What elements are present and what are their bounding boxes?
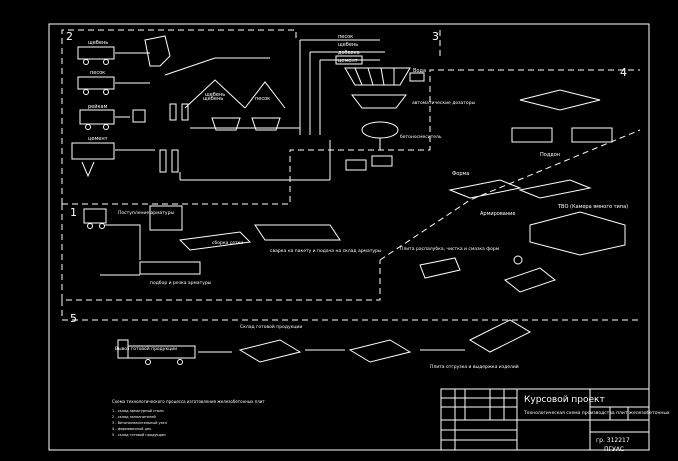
mold-1: [448, 179, 522, 199]
label-reinforcement: Армирование: [480, 211, 515, 217]
note-line-4: 4 - формовочный цех: [112, 427, 151, 431]
title-block-subtitle: Технологическая схема производства плит …: [523, 410, 670, 416]
bin-label-sand: песок: [338, 34, 353, 40]
title-block-title: Курсовой проект: [524, 395, 605, 405]
label-water: Вода: [413, 68, 426, 74]
bin-label-cement: цемент: [338, 58, 358, 64]
feeder-2: [251, 117, 281, 131]
pallet-transport: [519, 89, 601, 111]
stack-2: [348, 339, 412, 363]
label-dispenser: автоматические дозаторы: [412, 101, 475, 106]
rebar-cutting: [139, 261, 201, 275]
welding-station: [254, 224, 341, 241]
bin-label-gravel: щебень: [338, 42, 358, 48]
zone-number-4: 4: [620, 66, 627, 79]
legend-notes: Схема технологического процесса изготовл…: [112, 399, 265, 437]
mesh-assembly: [178, 231, 252, 251]
pallet-1: [511, 127, 553, 143]
notes-heading: Схема технологического процесса изготовл…: [112, 399, 265, 404]
label-warehouse: Склад готовой продукции: [240, 323, 302, 330]
concrete-cart-1: [345, 159, 367, 171]
zone-number-3: 3: [432, 30, 439, 43]
stack-3: [468, 319, 532, 353]
label-stripping: Плита распалубка, чистка и смазка форм: [400, 246, 499, 252]
truck-trailer: [127, 345, 196, 359]
dispensers: [350, 94, 408, 109]
storage-bins: [344, 67, 411, 86]
zone1-reinforcement: Поступление арматуры сборка сетки сварка…: [83, 205, 382, 286]
pile-sand: [244, 81, 286, 109]
finished-slab: [503, 267, 557, 293]
label-rebar-cutting: подбор и резка арматуры: [150, 280, 212, 286]
zone5-finished: Вывоз готовой продукции Склад готовой пр…: [115, 319, 532, 370]
zone-number-5: 5: [70, 312, 77, 325]
zone1-boundary: [61, 204, 381, 301]
pile-label-sand: песок: [255, 96, 270, 102]
bin-label-additive: добавка: [338, 50, 360, 56]
crane-hook: [513, 255, 523, 265]
steam-chamber: [529, 211, 626, 256]
water-tank: [409, 72, 425, 82]
label-chamber: ТВО (Камера ямного типа): [557, 204, 628, 210]
pump: [132, 109, 146, 123]
label-mesh-assembly: сборка сетки: [212, 240, 243, 246]
stack-1: [238, 339, 302, 363]
zone3-boundary: [62, 69, 640, 205]
label-cement: цемент: [88, 136, 108, 142]
title-block-code: гр. 312217: [596, 437, 630, 444]
note-line-5: 5 - склад готовой продукции: [112, 433, 166, 437]
stripping-form: [419, 257, 461, 279]
note-line-2: 2 - склад заполнителей: [112, 415, 156, 419]
zone-number-1: 1: [70, 206, 77, 219]
label-loader: щебень: [205, 92, 225, 98]
concrete-cart-2: [371, 155, 393, 167]
note-line-1: 1 - склад арматурной стали: [112, 409, 164, 413]
label-mixer: бетоносмеситель: [400, 134, 442, 140]
label-sand: песок: [90, 70, 105, 76]
mold-2: [518, 179, 592, 199]
pallet-2: [571, 127, 613, 143]
zone4-forming: Поддон Форма Армирование ТВО (Камера ямн…: [400, 89, 628, 293]
zone5-boundary: [61, 300, 640, 321]
label-curing: Плита отгрузка и выдержка изделий: [430, 363, 519, 370]
zone2-aggregates: щебень песок рейкам цемент щебень щебень…: [71, 35, 331, 181]
note-line-3: 3 - бетоносмесительный узел: [112, 421, 167, 425]
label-reinforcement-delivery: Поступление арматуры: [118, 210, 174, 216]
label-pallet: Поддон: [540, 152, 560, 158]
mixer: [361, 121, 399, 139]
feeder-1: [211, 117, 241, 131]
receiving-hopper: [144, 35, 171, 67]
pile-label-gravel: щебень: [203, 96, 223, 102]
rebar-store: [149, 205, 183, 231]
truck-reinforcement: [83, 208, 107, 224]
label-gravel: щебень: [88, 40, 108, 46]
zone3-mixing: песок щебень добавка цемент Вода автомат…: [300, 34, 475, 171]
label-shipping: Вывоз готовой продукции: [115, 345, 177, 352]
pile-gravel: [184, 79, 246, 109]
title-block-org: ПГУАС: [604, 446, 624, 453]
zone-number-2: 2: [66, 30, 73, 43]
label-mold: Форма: [452, 171, 469, 177]
zone2-boundary: [61, 29, 297, 204]
conveyor: [164, 57, 270, 76]
label-cement-truck: рейкам: [88, 103, 108, 110]
sheet-border: [48, 23, 650, 451]
label-welding: сварка на пакету и подача на склад армат…: [270, 249, 382, 254]
